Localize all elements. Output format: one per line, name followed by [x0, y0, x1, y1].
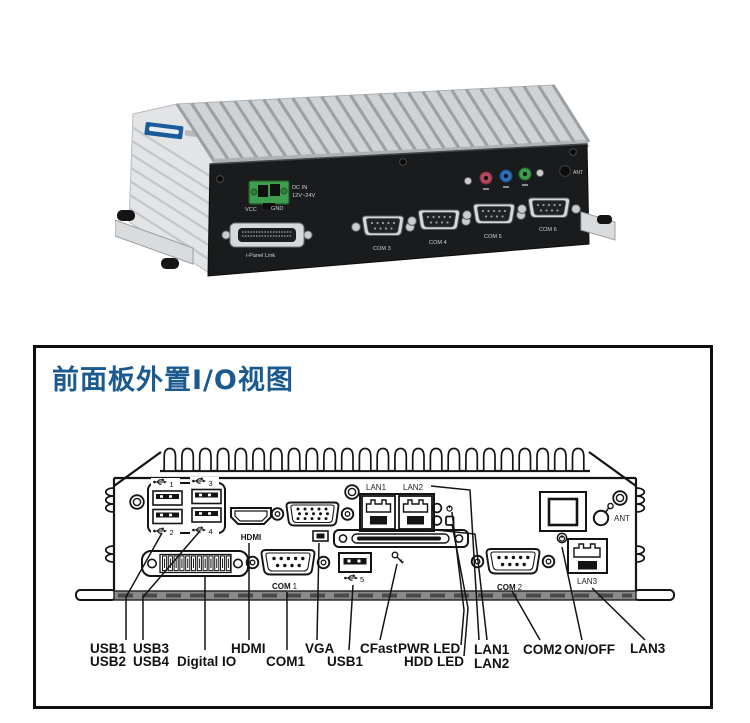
- screw-icon: [344, 484, 360, 500]
- hdmi-port: HDMI: [230, 507, 272, 542]
- usb2-num: 2: [170, 528, 174, 537]
- caption-hdd-led: HDD LED: [404, 654, 464, 669]
- dc-in-terminal: DC IN 12V~24V VCC GND: [245, 180, 315, 213]
- caption-usb1: USB1: [90, 641, 127, 656]
- com4-label: COM 4: [429, 240, 447, 246]
- caption-com1: COM1: [266, 654, 305, 669]
- caption-lan3: LAN3: [630, 641, 666, 656]
- io-view-title: 前面板外置I/O视图: [52, 365, 294, 396]
- dc-in-label-1: DC IN: [292, 185, 307, 191]
- com2-port: [470, 548, 556, 575]
- com1-port: [245, 549, 331, 576]
- caption-com2: COM2: [523, 642, 562, 657]
- caption-lan1: LAN1: [474, 642, 510, 657]
- ant-connector: ANT: [592, 502, 630, 527]
- vga-monitor-icon: [312, 530, 329, 542]
- dc-in-label-2: 12V~24V: [292, 193, 315, 199]
- usb5-num: 5: [360, 575, 364, 584]
- caption-pwr-led: PWR LED: [398, 641, 460, 656]
- caption-digital-io: Digital IO: [177, 654, 236, 669]
- side-fin-bumps: [104, 487, 646, 563]
- digital-io-terminal: [141, 550, 249, 577]
- lan1-port: [361, 495, 396, 530]
- usb-icon: [343, 574, 359, 581]
- caption-labels: USB1 USB2 USB3 USB4 Digital IO HDMI COM1…: [90, 641, 666, 671]
- gnd-label: GND: [271, 206, 283, 212]
- led-indicators: [431, 502, 455, 526]
- caption-lan2: LAN2: [474, 656, 509, 671]
- front-panel-diagram: 1 3 2 4 HDMI COM1: [75, 447, 675, 671]
- power-icon: [558, 534, 566, 542]
- ant-hole: ANT: [559, 165, 583, 177]
- audio-jacks: [463, 167, 545, 190]
- io-view-panel: [33, 345, 713, 709]
- ipanel-link-label: i-Panel Link: [246, 253, 275, 259]
- heatsink-fins: [163, 447, 585, 472]
- caption-usb2: USB2: [90, 654, 126, 669]
- power-button: [539, 491, 587, 532]
- usb4-num: 4: [209, 527, 213, 536]
- ipanel-link-connector: i-Panel Link: [221, 222, 313, 259]
- ant-port-label: ANT: [614, 514, 630, 523]
- bottom-band: [75, 589, 675, 601]
- hdmi-port-label: HDMI: [241, 533, 261, 542]
- lan1-port-label: LAN1: [366, 483, 387, 492]
- vcc-label: VCC: [245, 207, 257, 213]
- usb1-num: 1: [170, 480, 174, 489]
- caption-vga: VGA: [305, 641, 335, 656]
- face-screws: [216, 148, 577, 183]
- power-led: [556, 532, 568, 544]
- mounting-brackets: [115, 210, 616, 269]
- caption-cfast: CFast: [360, 641, 398, 656]
- lan2-port: [398, 495, 433, 530]
- caption-usb3: USB3: [133, 641, 170, 656]
- com6-label: COM 6: [539, 227, 557, 233]
- caption-hdmi: HDMI: [231, 641, 266, 656]
- com5-label: COM 5: [484, 234, 502, 240]
- cfast-slot: [333, 529, 469, 548]
- key-icon: [391, 551, 404, 564]
- screw-icon: [129, 494, 145, 510]
- power-led-icon: [446, 504, 453, 512]
- lan3-port-label: LAN3: [577, 577, 598, 586]
- lan3-port: LAN3: [567, 538, 608, 586]
- lan1-lan2-block: LAN1 LAN2: [359, 483, 435, 532]
- usb3-num: 3: [209, 479, 213, 488]
- vga-port: [270, 501, 355, 527]
- caption-onoff: ON/OFF: [564, 642, 615, 657]
- com3-label: COM 3: [373, 246, 391, 252]
- usb5-port: 5: [338, 552, 372, 584]
- usb-quad-cluster: 1 3 2 4: [147, 477, 226, 537]
- caption-usb4: USB4: [133, 654, 170, 669]
- leader-lines: [125, 485, 646, 657]
- ant-label-photo: ANT: [573, 170, 583, 176]
- screw-icon: [612, 490, 628, 506]
- product-photo: DC IN 12V~24V VCC GND i-Panel Link: [115, 84, 616, 277]
- lan2-port-label: LAN2: [403, 483, 424, 492]
- caption-usb1b: USB1: [327, 654, 364, 669]
